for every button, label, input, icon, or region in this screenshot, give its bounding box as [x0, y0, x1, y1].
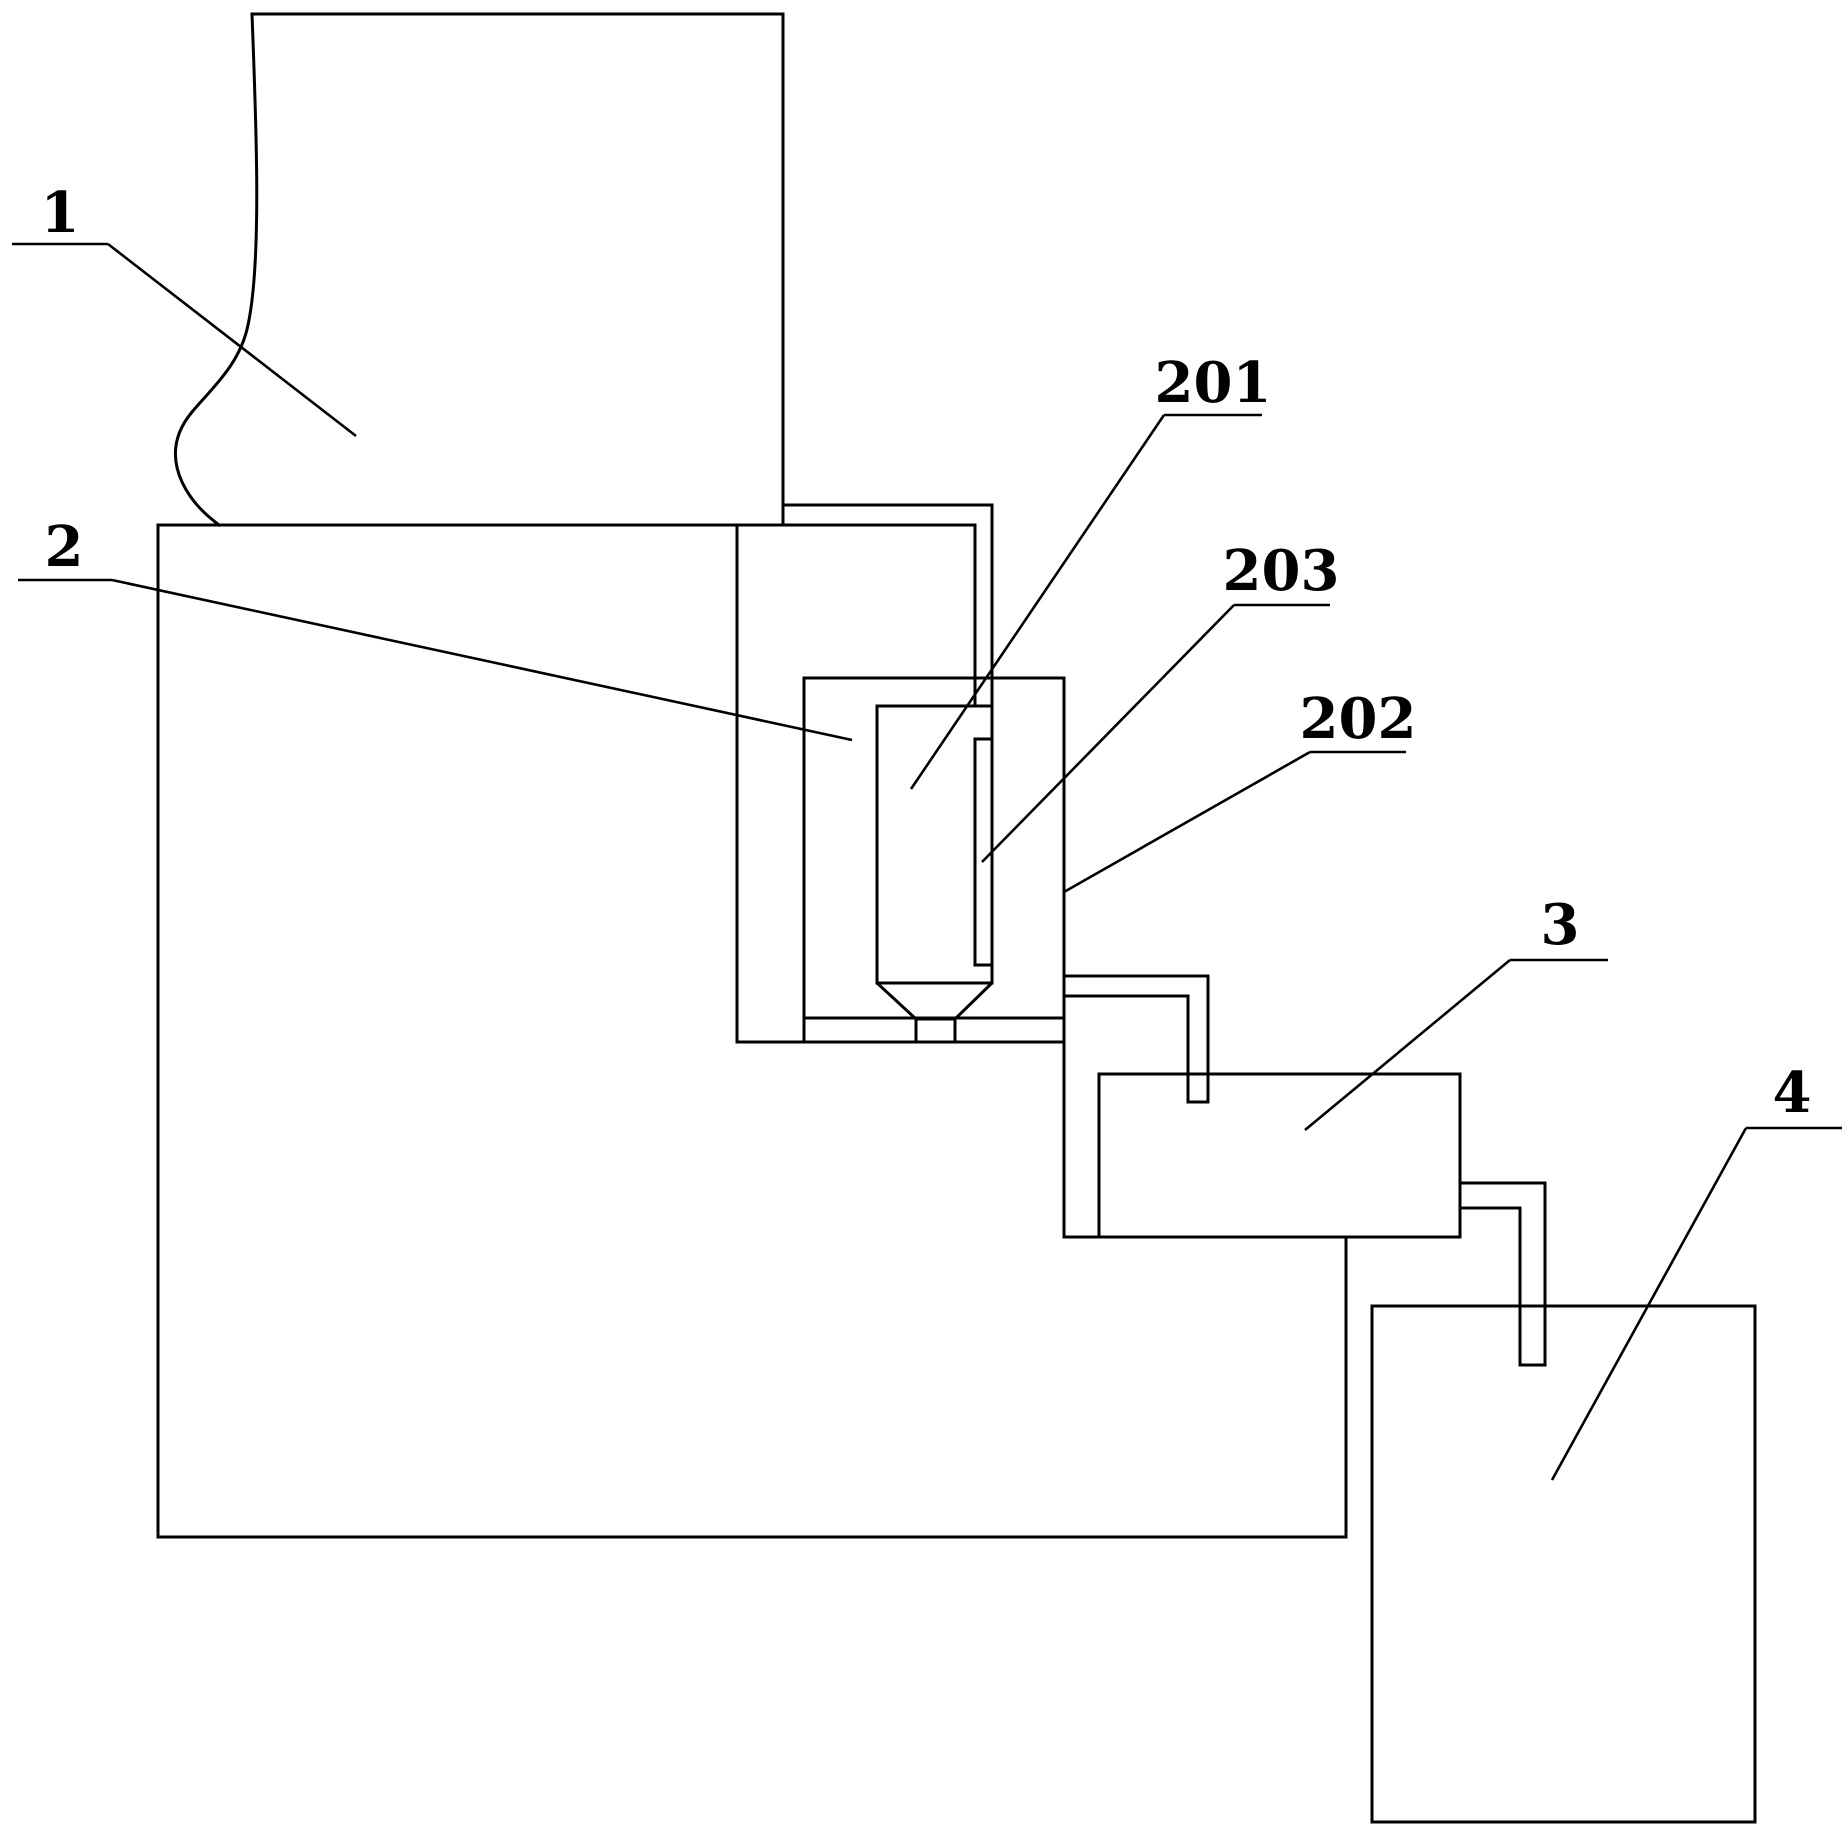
component-1-upper-box — [173, 12, 785, 528]
label-3: 3 — [1541, 892, 1580, 958]
label-1-callout: 1 — [12, 180, 357, 438]
label-203: 203 — [1223, 538, 1340, 604]
label-202: 202 — [1300, 686, 1417, 752]
component-202-housing — [802, 676, 1066, 1044]
label-3-callout: 3 — [1304, 892, 1608, 1132]
connecting-pipe-202-to-3 — [1062, 974, 1210, 1104]
component-4-container — [1370, 1304, 1757, 1824]
label-201-callout: 201 — [909, 350, 1272, 790]
label-4-callout: 4 — [1550, 1060, 1842, 1481]
component-3-tank — [1097, 1072, 1462, 1239]
label-2: 2 — [45, 514, 84, 580]
component-2-main-body — [156, 523, 1348, 1539]
label-1: 1 — [41, 180, 80, 246]
label-2-callout: 2 — [18, 514, 853, 742]
label-201: 201 — [1155, 350, 1272, 416]
label-202-callout: 202 — [1063, 686, 1417, 894]
component-201-cylinder — [875, 704, 994, 1044]
label-4: 4 — [1773, 1060, 1812, 1126]
feed-pipe — [781, 503, 994, 708]
label-203-callout: 203 — [981, 538, 1340, 863]
connecting-pipe-3-to-4 — [1458, 1181, 1547, 1367]
component-203-strip — [973, 737, 994, 967]
